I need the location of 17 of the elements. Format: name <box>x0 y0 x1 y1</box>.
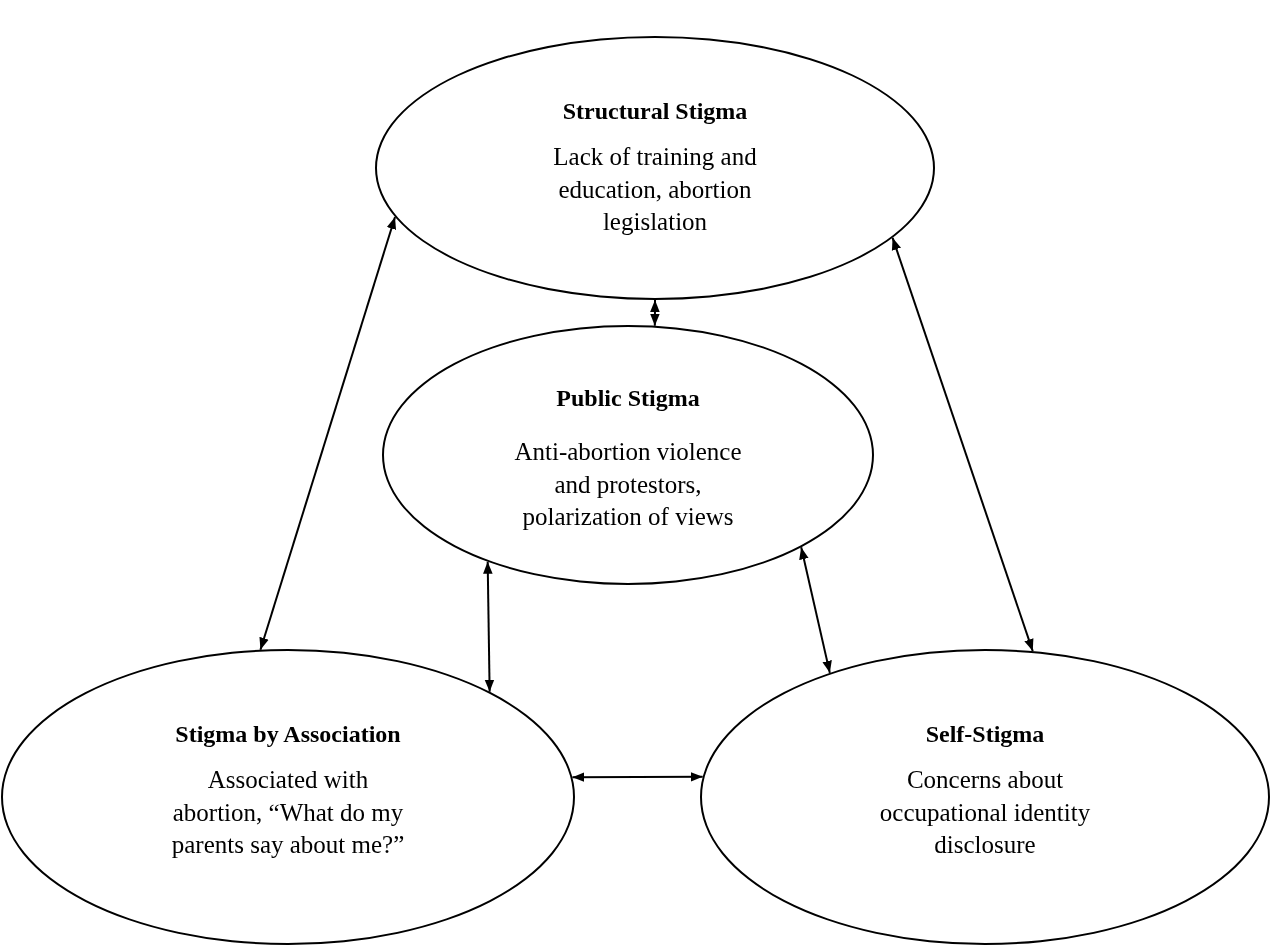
double-arrow <box>891 236 1034 653</box>
node-description: Associated with abortion, “What do my parents say about me?” <box>170 765 406 860</box>
node-title: Structural Stigma <box>562 98 748 125</box>
ellipse-node <box>382 325 874 585</box>
ellipse-node <box>700 649 1270 945</box>
ellipse-node <box>1 649 575 945</box>
double-arrow <box>650 299 660 327</box>
double-arrow <box>259 216 397 651</box>
node-description: Concerns about occupational identity disclosure <box>878 765 1092 860</box>
double-arrow <box>483 560 495 693</box>
node-title: Public Stigma <box>556 385 700 412</box>
node-title: Stigma by Association <box>175 721 401 748</box>
ellipse-node <box>375 36 935 300</box>
node-title: Self-Stigma <box>925 721 1045 748</box>
node-description: Anti-abortion violence and protestors, polarization of views <box>513 437 743 532</box>
double-arrow <box>571 772 704 782</box>
node-description: Lack of training and education, abortion legislation <box>552 142 758 237</box>
